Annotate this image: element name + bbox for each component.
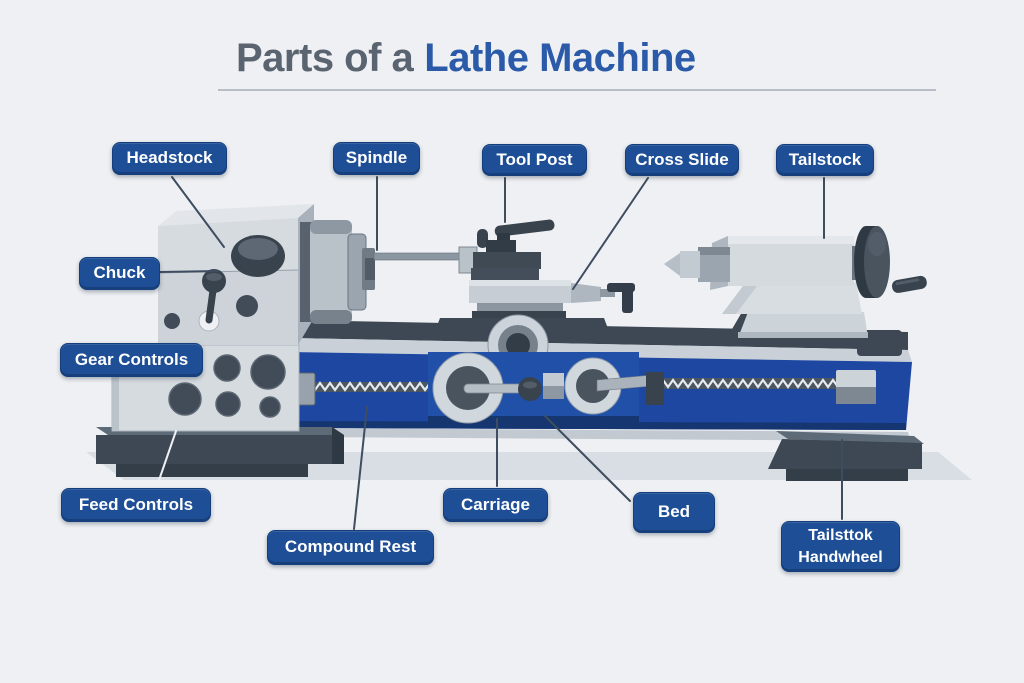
headstock-illustration: [157, 204, 314, 345]
part-label-carriage: Carriage: [443, 488, 548, 522]
chuck-illustration: [300, 220, 375, 324]
compound-rest-illustration: [477, 303, 563, 311]
lead-screw-left: [296, 372, 436, 406]
tailstock-center-tip: [664, 253, 680, 276]
title-divider: [218, 89, 936, 91]
leader-bed: [544, 415, 631, 502]
tailstock-illustration: [664, 226, 927, 338]
leader-chuck: [159, 270, 219, 273]
part-label-headstock: Headstock: [112, 142, 227, 175]
part-label-chuck: Chuck: [79, 257, 160, 290]
part-label-spindle: Spindle: [333, 142, 420, 175]
leader-lines: [156, 176, 843, 530]
part-label-tool-post: Tool Post: [482, 144, 587, 176]
title-prefix: Parts of a: [236, 36, 414, 80]
part-label-bed: Bed: [633, 492, 715, 533]
spindle-illustration: [373, 252, 465, 261]
title-highlight: Lathe Machine: [424, 36, 696, 80]
tailstock-handwheel-illustration: [854, 226, 890, 298]
leader-cross-slide: [572, 177, 649, 290]
bed-end-cap: [857, 330, 902, 356]
leader-feed-controls: [156, 430, 177, 487]
carriage-illustration: [428, 314, 664, 424]
tailstock-clamp-handle: [891, 275, 927, 293]
cross-slide-illustration: [469, 268, 635, 318]
part-label-cross-slide: Cross Slide: [625, 144, 739, 176]
tool-post-illustration: [458, 219, 555, 274]
leader-compound-rest: [353, 406, 368, 530]
leader-headstock: [171, 176, 225, 248]
part-label-tailstock-handwheel: Tailsttok Handwheel: [781, 521, 900, 572]
part-label-feed-controls: Feed Controls: [61, 488, 211, 522]
part-label-gear-controls: Gear Controls: [60, 343, 203, 377]
lead-screw-right: [656, 370, 876, 404]
part-label-tailstock: Tailstock: [776, 144, 874, 176]
part-label-compound-rest: Compound Rest: [267, 530, 434, 565]
